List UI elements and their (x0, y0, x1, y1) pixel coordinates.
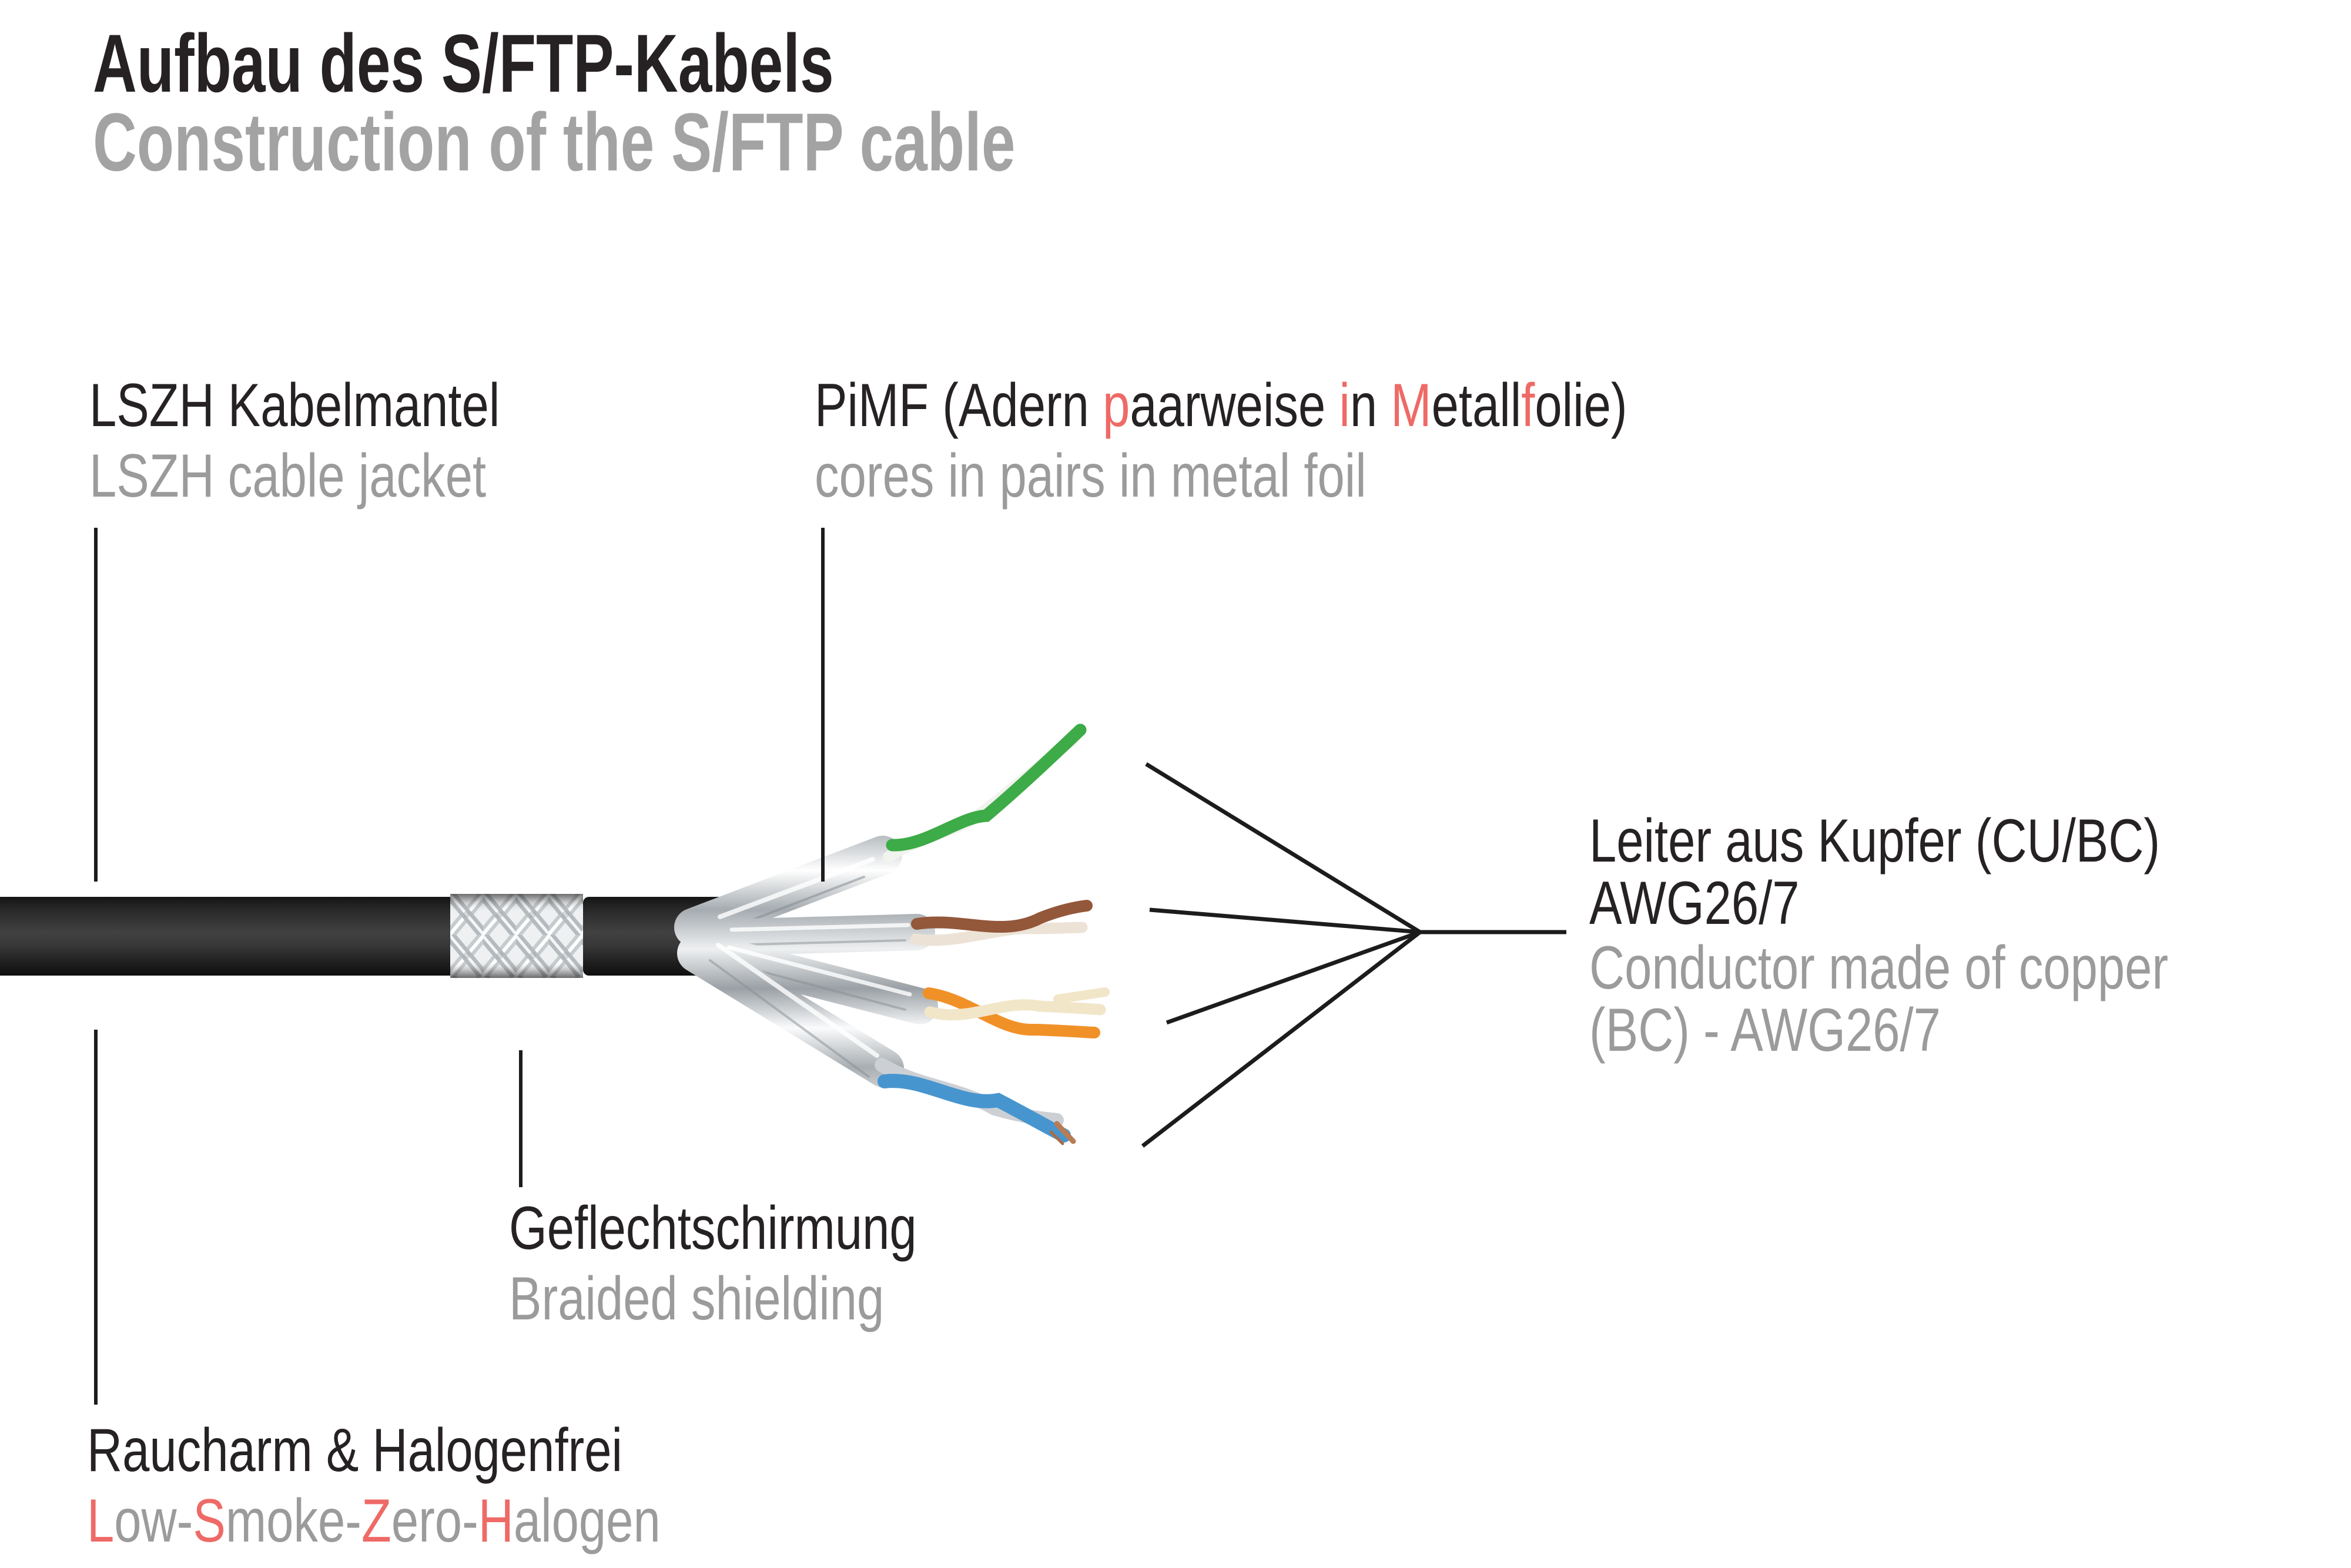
cable-jacket (0, 897, 453, 976)
pair-blue-foil-highlight (716, 943, 879, 1058)
pair-brown-foil (690, 914, 935, 956)
label-jacket-en: LSZH cable jacket (89, 442, 487, 510)
wire-orange-stripe (924, 999, 1106, 1021)
wire-blue-copper-tip (1054, 1121, 1076, 1144)
label-conductor-de-line1: Leiter aus Kupfer (CU/BC) (1589, 807, 2161, 875)
page-subtitle: Construction of the S/FTP cable (93, 96, 1016, 188)
label-pimf-de: PiMF (Adern paarweise in Metallfolie) (815, 371, 1627, 440)
pair-blue-foil-crease (709, 959, 870, 1078)
label-braid: Geflechtschirmung Braided shielding (509, 1193, 917, 1334)
pair-green-foil-highlight (718, 857, 875, 919)
callout-lines (94, 528, 1566, 1405)
label-conductor: Leiter aus Kupfer (CU/BC) AWG26/7 Conduc… (1589, 810, 2168, 1061)
pair-blue (677, 934, 1076, 1145)
label-braid-en: Braided shielding (509, 1265, 885, 1333)
wire-green (886, 723, 1087, 852)
pair-green (674, 723, 1087, 947)
label-conductor-de-line2: AWG26/7 (1589, 869, 1800, 937)
wire-brown (911, 900, 1093, 933)
callout-fan-orange (1166, 930, 1421, 1025)
callout-fan-blue (1141, 930, 1422, 1148)
callout-fan-green (1145, 762, 1421, 934)
wire-orange-stripe-tip (1053, 987, 1110, 1004)
label-conductor-en-line1: Conductor made of copper (1589, 934, 2169, 1002)
wire-blue (878, 1074, 1071, 1143)
label-jacket: LSZH Kabelmantel LSZH cable jacket (89, 370, 500, 511)
pair-brown-foil-crease (728, 939, 906, 946)
label-conductor-de: Leiter aus Kupfer (CU/BC) AWG26/7 (1589, 810, 2168, 934)
label-smoke-en: Low-Smoke-Zero-Halogen (87, 1487, 661, 1555)
callout-fan-brown (1149, 907, 1421, 934)
label-braid-de: Geflechtschirmung (509, 1194, 917, 1262)
label-jacket-de: LSZH Kabelmantel (89, 371, 500, 440)
label-smoke-de: Raucharm & Halogenfrei (87, 1416, 623, 1485)
braided-shielding-shade (450, 894, 583, 978)
pair-brown (690, 900, 1093, 956)
label-conductor-en: Conductor made of copper (BC) - AWG26/7 (1589, 937, 2168, 1061)
wire-orange (923, 987, 1100, 1038)
page-title: Aufbau des S/FTP-Kabels (93, 17, 834, 109)
pair-brown-foil-highlight (729, 923, 910, 932)
pair-orange-foil-highlight (726, 945, 912, 997)
wire-blue-copper-strand (1049, 1130, 1064, 1145)
label-smoke: Raucharm & Halogenfrei Low-Smoke-Zero-Ha… (87, 1415, 661, 1556)
label-pimf: PiMF (Adern paarweise in Metallfolie) co… (815, 370, 1627, 511)
label-conductor-en-line2: (BC) - AWG26/7 (1589, 996, 1941, 1064)
label-pimf-en: cores in pairs in metal foil (815, 442, 1367, 510)
